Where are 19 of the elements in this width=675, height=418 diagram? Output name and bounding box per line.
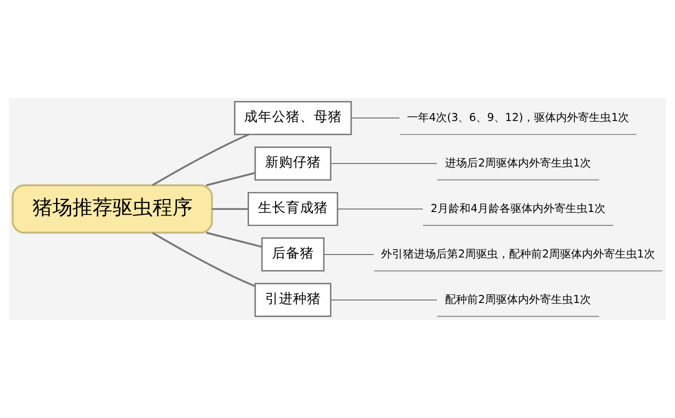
connector <box>152 232 256 287</box>
connector <box>330 163 438 164</box>
connector <box>152 134 250 186</box>
node-text: 配种前2周驱体内外寄生虫1次 <box>445 292 592 306</box>
node-box: 引进种猪 <box>254 282 332 318</box>
connector <box>206 172 256 186</box>
node-text: 一年4次(3、6、9、12)，驱体内外寄生虫1次 <box>407 110 630 124</box>
node-box: 新购仔猪 <box>254 146 332 181</box>
connector <box>337 208 424 210</box>
connector <box>212 208 248 210</box>
node-box: 猪场推荐驱虫程序 <box>12 184 213 234</box>
node-text: 外引猪进场后第2周驱虫，配种前2周驱体内外寄生虫1次 <box>381 247 656 260</box>
node-box: 后备猪 <box>261 237 325 272</box>
connector <box>206 232 262 248</box>
connector <box>324 254 374 255</box>
node-text: 2月龄和4月龄各驱体内外寄生虫1次 <box>430 202 606 215</box>
node-text: 进场后2周驱体内外寄生虫1次 <box>445 156 592 170</box>
node-box: 生长育成猪 <box>248 192 338 226</box>
node-box: 成年公猪、母猪 <box>234 100 352 136</box>
